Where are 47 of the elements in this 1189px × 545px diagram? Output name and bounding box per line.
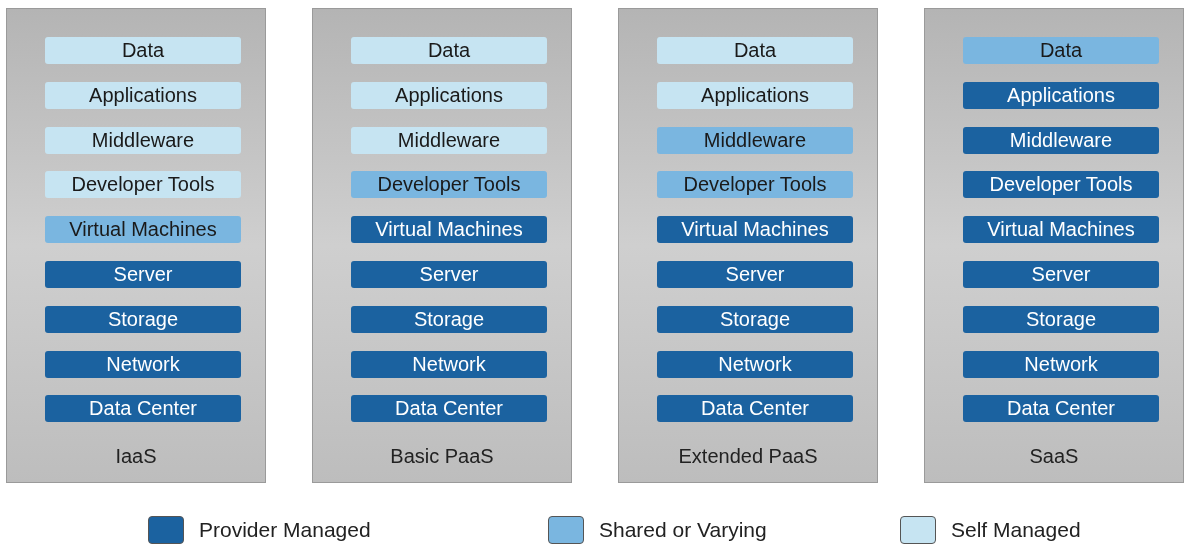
stack-title: Basic PaaS (389, 445, 495, 468)
stack-panel (312, 8, 572, 483)
layer-bar: Data (657, 37, 853, 64)
layer-bar: Data Center (351, 395, 547, 423)
layer-bar: Developer Tools (45, 171, 241, 199)
layer-bar: Data (45, 37, 241, 64)
layer-bar: Network (657, 350, 853, 378)
layer-bar: Server (45, 261, 241, 288)
legend-label: Shared or Varying (599, 518, 767, 542)
layer-bar: Server (351, 261, 547, 288)
layer-bar: Middleware (657, 126, 853, 154)
stack-title: IaaS (114, 445, 158, 468)
layer-bar: Server (657, 261, 853, 288)
layer-bar: Network (351, 350, 547, 378)
layer-bar: Applications (351, 81, 547, 109)
layer-bar: Developer Tools (351, 171, 547, 199)
stack-panel (924, 8, 1184, 483)
layer-bar: Server (963, 261, 1159, 288)
layer-bar: Virtual Machines (351, 216, 547, 244)
layer-bar: Applications (657, 81, 853, 109)
layer-bar: Data Center (657, 395, 853, 423)
layer-bar: Middleware (351, 126, 547, 154)
layer-bar: Virtual Machines (963, 216, 1159, 244)
legend-label: Self Managed (951, 518, 1081, 542)
layer-bar: Data (351, 37, 547, 64)
legend-label: Provider Managed (199, 518, 371, 542)
layer-bar: Data (963, 37, 1159, 64)
layer-bar: Network (45, 350, 241, 378)
stack-panel (6, 8, 266, 483)
layer-bar: Virtual Machines (45, 216, 241, 244)
layer-bar: Storage (45, 305, 241, 333)
layer-bar: Middleware (963, 126, 1159, 154)
layer-bar: Applications (45, 81, 241, 109)
layer-bar: Developer Tools (963, 171, 1159, 199)
layer-bar: Applications (963, 81, 1159, 109)
stack-title: SaaS (1028, 445, 1080, 468)
layer-bar: Storage (657, 305, 853, 333)
layer-bar: Storage (351, 305, 547, 333)
layer-bar: Middleware (45, 126, 241, 154)
stack-title: Extended PaaS (677, 445, 819, 468)
layer-bar: Virtual Machines (657, 216, 853, 244)
layer-bar: Data Center (45, 395, 241, 423)
stack-panel (618, 8, 878, 483)
layer-bar: Data Center (963, 395, 1159, 423)
layer-bar: Network (963, 350, 1159, 378)
layer-bar: Storage (963, 305, 1159, 333)
layer-bar: Developer Tools (657, 171, 853, 199)
